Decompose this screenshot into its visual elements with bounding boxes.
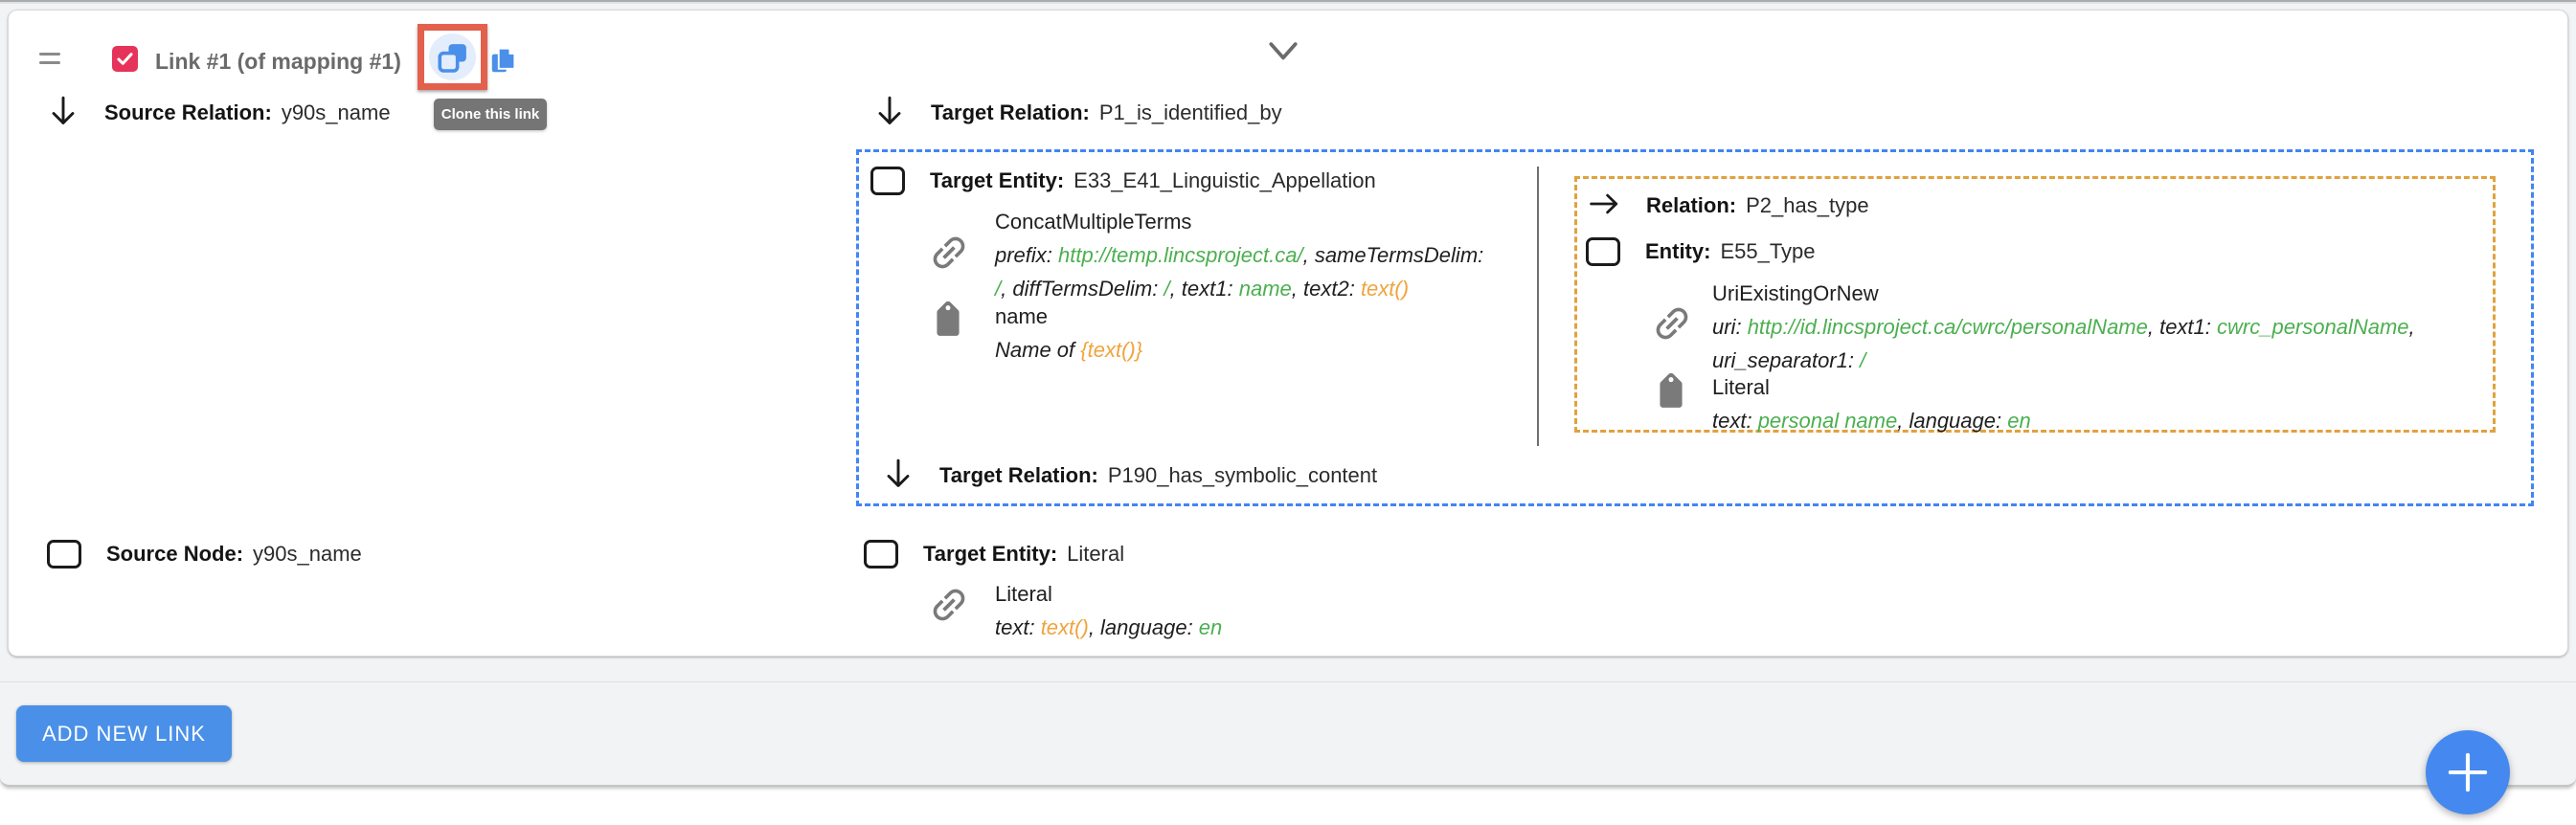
add-mapping-fab[interactable] [2426, 730, 2510, 814]
source-node-label: Source Node: [106, 542, 244, 566]
clone-link-button[interactable] [429, 33, 476, 80]
link-icon [927, 231, 971, 279]
arrow-down-icon [882, 457, 915, 496]
target-entity1-checkbox[interactable] [870, 167, 905, 195]
clone-highlight-box [418, 24, 487, 90]
source-node-row: Source Node: y90s_name [47, 535, 362, 573]
arrow-down-icon [873, 94, 906, 133]
source-node-checkbox[interactable] [47, 540, 81, 569]
generator-params: uri: http://id.lincsproject.ca/cwrc/pers… [1712, 315, 2415, 372]
label-name: Literal [1712, 375, 1770, 399]
clone-icon [437, 43, 466, 73]
target-entity1-value: E33_E41_Linguistic_Appellation [1073, 168, 1376, 192]
target-entity1-label: Target Entity: [930, 168, 1065, 192]
link-title: Link #1 (of mapping #1) [155, 49, 401, 74]
target-relation1-row: Target Relation: P1_is_identified_by [873, 94, 1282, 132]
target-relation2-label: Target Relation: [939, 463, 1098, 487]
target-entity-box: Target Entity: E33_E41_Linguistic_Appell… [856, 149, 2534, 506]
collapse-chevron-icon[interactable] [1265, 39, 1301, 69]
target-relation2-row: Target Relation: P190_has_symbolic_conte… [882, 457, 1377, 495]
clone-tooltip: Clone this link [434, 99, 547, 130]
top-divider [0, 0, 2576, 4]
target-entity1-row: Target Entity: E33_E41_Linguistic_Appell… [870, 162, 1376, 200]
tag-icon [1652, 372, 1690, 418]
section-divider [0, 681, 2576, 682]
source-relation-row: Source Relation: y90s_name [47, 94, 391, 132]
generator-name: Literal [995, 582, 1052, 606]
arrow-down-icon [47, 94, 79, 133]
label-params: text: personal name, language: en [1712, 409, 2031, 433]
link-card: Link #1 (of mapping #1) Clone this link … [8, 10, 2568, 657]
source-node-value: y90s_name [253, 542, 362, 566]
intermediate-relation-label: Relation: [1646, 193, 1737, 217]
intermediate-entity-checkbox[interactable] [1586, 237, 1620, 266]
generator-name: ConcatMultipleTerms [995, 210, 1192, 234]
tag-icon [929, 301, 967, 346]
generator-params: prefix: http://temp.lincsproject.ca/, sa… [995, 243, 1484, 301]
label-name: name [995, 304, 1049, 328]
source-relation-label: Source Relation: [104, 100, 272, 124]
copy-file-icon [491, 47, 516, 73]
link-icon [927, 583, 971, 632]
intermediate-relation-value: P2_has_type [1746, 193, 1869, 217]
target-relation1-value: P1_is_identified_by [1098, 100, 1282, 124]
add-new-link-button[interactable]: ADD NEW LINK [16, 705, 232, 762]
copy-link-button[interactable] [489, 47, 518, 76]
target-relation2-value: P190_has_symbolic_content [1107, 463, 1378, 487]
target-entity2-row: Target Entity: Literal [864, 535, 1124, 573]
drag-handle-icon[interactable] [39, 53, 60, 64]
link-icon [1650, 301, 1694, 350]
intermediate-entity-label: Entity: [1645, 239, 1711, 263]
entity-divider [1537, 167, 1539, 446]
intermediate-entity-value: E55_Type [1720, 239, 1816, 263]
plus-icon [2448, 752, 2488, 792]
target-entity2-value: Literal [1067, 542, 1125, 566]
label-params: Name of {text()} [995, 338, 1143, 362]
target-entity2-label: Target Entity: [923, 542, 1058, 566]
intermediate-node-box: Relation: P2_has_type Entity: E55_Type U… [1574, 176, 2496, 433]
generator-name: UriExistingOrNew [1712, 281, 1879, 305]
intermediate-entity-row: Entity: E55_Type [1586, 233, 1816, 271]
arrow-right-icon [1589, 190, 1621, 222]
checkmark-icon [117, 53, 133, 65]
target-entity2-checkbox[interactable] [864, 540, 898, 569]
target-relation1-label: Target Relation: [931, 100, 1090, 124]
generator-params: text: text(), language: en [995, 615, 1223, 639]
link-select-checkbox[interactable] [112, 46, 138, 72]
intermediate-relation-row: Relation: P2_has_type [1589, 187, 1869, 225]
source-relation-value: y90s_name [281, 100, 391, 124]
